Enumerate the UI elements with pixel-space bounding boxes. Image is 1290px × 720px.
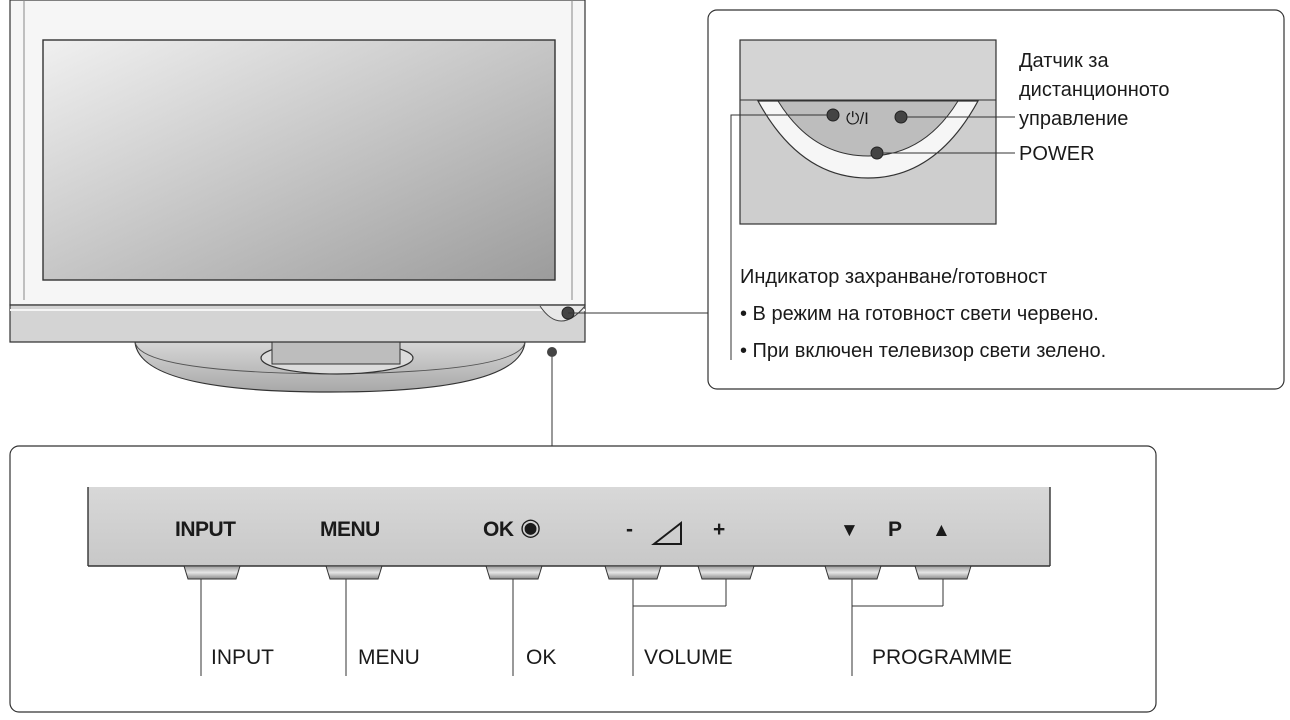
callout-volume: VOLUME xyxy=(644,646,733,669)
tv-screen xyxy=(42,39,556,281)
input-physical-button xyxy=(183,565,241,580)
ok-circle-icon: ◉ xyxy=(520,514,541,541)
ok-physical-button xyxy=(485,565,543,580)
prog-up-arrow-icon: ▲ xyxy=(932,520,951,541)
panel-label-input: INPUT xyxy=(175,518,236,541)
panel-buttons xyxy=(183,565,972,580)
tv-stand-neck xyxy=(271,341,401,365)
remote-sensor-label-line-3: управление xyxy=(1019,108,1129,130)
volume-symbol-icon xyxy=(651,520,682,545)
indicator-callout-line xyxy=(730,114,827,360)
tv-bottom-bar xyxy=(9,304,586,343)
panel-label-volume-minus: - xyxy=(626,518,633,541)
power-detail-box xyxy=(707,9,1285,390)
power-symbol: ⏻/I xyxy=(846,109,869,128)
callout-input: INPUT xyxy=(211,646,274,669)
prog-down-arrow-icon: ▼ xyxy=(840,520,859,541)
indicator-bullet-on: • При включен телевизор свети зелено. xyxy=(740,340,1107,362)
panel-label-programme-p: P xyxy=(888,518,902,541)
volume-minus-physical-button xyxy=(604,565,662,580)
power-label: POWER xyxy=(1019,143,1095,165)
remote-sensor-dot xyxy=(894,110,908,124)
volume-plus-physical-button xyxy=(697,565,755,580)
prog-down-physical-button xyxy=(824,565,882,580)
callout-menu: MENU xyxy=(358,646,420,669)
control-panel-box xyxy=(9,445,1157,713)
remote-sensor-label-line-2: дистанционното xyxy=(1019,79,1170,101)
panel-frame xyxy=(9,445,1157,713)
panel-label-menu: MENU xyxy=(320,518,380,541)
detail-bezel-top xyxy=(741,41,995,99)
remote-sensor-label-line-1: Датчик за xyxy=(1019,50,1109,72)
standby-led xyxy=(826,108,840,122)
callout-programme: PROGRAMME xyxy=(872,646,1013,669)
prog-up-physical-button xyxy=(914,565,972,580)
indicator-title: Индикатор захранване/готовност xyxy=(740,266,1048,288)
tv-front xyxy=(9,0,708,446)
panel-label-volume-plus: + xyxy=(713,518,725,541)
panel-label-ok: OK xyxy=(483,518,514,541)
tv-side-controls-dot xyxy=(547,347,557,357)
panel-callout-lines xyxy=(200,579,944,676)
callout-ok: OK xyxy=(526,646,557,669)
panel-strip xyxy=(88,487,1050,566)
indicator-bullet-standby: • В режим на готовност свети червено. xyxy=(740,303,1099,325)
power-button-dot xyxy=(870,146,884,160)
menu-physical-button xyxy=(325,565,383,580)
